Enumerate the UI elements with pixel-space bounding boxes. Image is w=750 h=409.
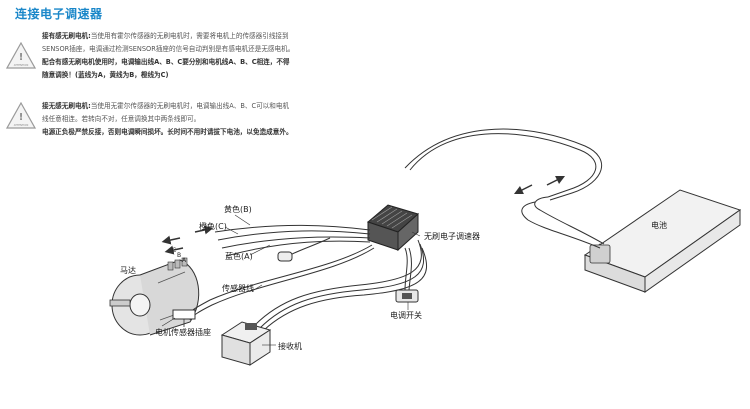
caution-icon: ! ATTENTION bbox=[6, 42, 36, 69]
note2-line2: 线任意相连。若转向不对，任意调换其中两条线即可。 bbox=[42, 115, 201, 123]
svg-text:!: ! bbox=[19, 52, 24, 63]
sensorless-motor-note: 接无感无刷电机:当使用无霍尔传感器的无刷电机时，电调输出线A、B、C可以和电机 … bbox=[42, 100, 342, 139]
note1-line1: 当使用有霍尔传感器的无刷电机时，需要将电机上的传感器引线接到 bbox=[90, 32, 289, 40]
motor-sensor-socket-label: 电机传感器插座 bbox=[155, 328, 211, 337]
esc-switch-label: 电调开关 bbox=[390, 311, 422, 320]
esc-switch-cable bbox=[404, 247, 412, 291]
note1-line2: SENSOR插座，电调通过检测SENSOR插座的信号自动判别是有感电机还是无感电… bbox=[42, 45, 295, 53]
phase-a-label: A bbox=[182, 257, 187, 264]
receiver-cable bbox=[254, 239, 427, 331]
caution-icon-2: ! ATTENTION bbox=[6, 102, 36, 129]
receiver bbox=[220, 321, 272, 366]
motor-sensor-socket bbox=[172, 309, 196, 320]
phase-arrow-3 bbox=[194, 225, 214, 235]
capacitor bbox=[277, 237, 331, 262]
battery-label: 电池 bbox=[651, 221, 667, 230]
yellow-wire-label: 黄色(B) bbox=[224, 205, 252, 214]
battery-connector-arrow-right bbox=[546, 175, 566, 186]
note2-line1: 当使用无霍尔传感器的无刷电机时，电调输出线A、B、C可以和电机 bbox=[90, 102, 290, 110]
note1-heading: 接有感无刷电机: bbox=[42, 32, 91, 40]
note2-heading: 接无感无刷电机: bbox=[42, 102, 91, 110]
esc-label: 无刷电子调速器 bbox=[424, 232, 480, 241]
svg-text:!: ! bbox=[19, 112, 24, 123]
battery-leads bbox=[404, 128, 605, 249]
phase-b-label: B bbox=[177, 252, 182, 259]
motor-label: 马达 bbox=[120, 266, 136, 275]
battery bbox=[583, 189, 742, 293]
caution-text-2: ATTENTION bbox=[14, 123, 29, 127]
sensor-wire-label: 传感器线 bbox=[222, 284, 254, 293]
receiver-label: 接收机 bbox=[278, 342, 302, 351]
sensored-motor-note: 接有感无刷电机:当使用有霍尔传感器的无刷电机时，需要将电机上的传感器引线接到 S… bbox=[42, 30, 342, 82]
caution-text: ATTENTION bbox=[14, 63, 29, 67]
label-leader-lines bbox=[161, 214, 421, 346]
note2-line3: 电源正负极严禁反接，否则电调瞬间损坏。长时间不用时请拔下电池，以免造成意外。 bbox=[42, 128, 293, 136]
blue-wire-label: 蓝色(A) bbox=[225, 252, 253, 261]
page-title: 连接电子调速器 bbox=[15, 7, 103, 21]
esc-body bbox=[367, 204, 419, 252]
phase-c-label: C bbox=[172, 247, 177, 254]
esc-phase-wires bbox=[214, 224, 371, 257]
phase-arrow-2 bbox=[164, 245, 184, 255]
battery-connector-arrow-left bbox=[513, 184, 533, 195]
note1-line4: 随意调换！(蓝线为A，黄线为B，橙线为C) bbox=[42, 71, 169, 79]
orange-wire-label: 橙色(C) bbox=[199, 222, 227, 231]
phase-arrow-1 bbox=[161, 235, 181, 245]
note1-line3: 配合有感无刷电机使用时，电调输出线A、B、C要分别和电机线A、B、C相连，不得 bbox=[42, 58, 290, 66]
